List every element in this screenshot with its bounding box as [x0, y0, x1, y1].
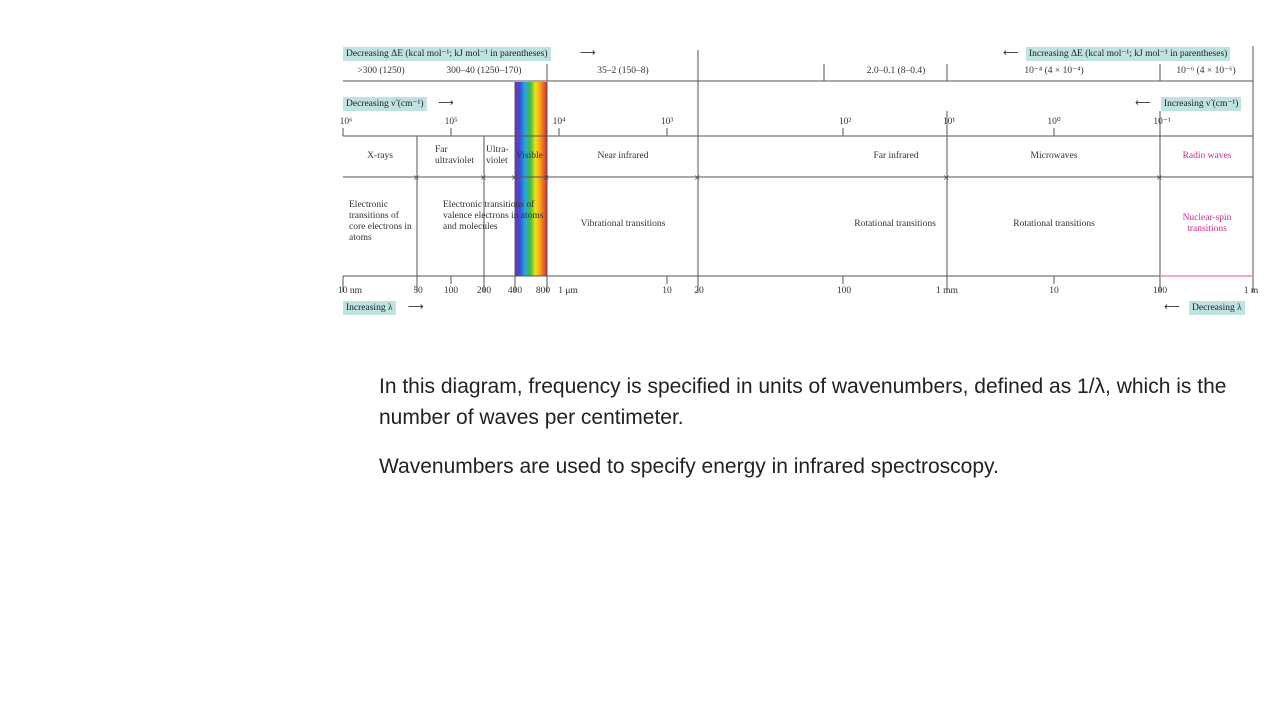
left-arrow-icon: ⟵: [1135, 96, 1151, 109]
wavenumber-tick: 10²: [838, 117, 852, 127]
transition-rotational-far-ir: Rotational transitions: [854, 219, 936, 229]
wavelength-tick: 1 mm: [936, 286, 958, 296]
electromagnetic-spectrum-diagram: × × × × × × × Decreasing ΔE (kcal mol⁻¹; kJ…: [0, 0, 1280, 330]
wavenumber-definition-text: In this diagram, frequency is specified …: [379, 375, 1227, 429]
wavelength-tick: 50: [413, 286, 423, 296]
left-arrow-icon: ⟵: [1003, 46, 1019, 59]
decreasing-energy-text: Decreasing ΔE (kcal mol⁻¹; kJ mol⁻¹ in p…: [346, 49, 548, 59]
wavenumber-tick: 10⁴: [552, 117, 566, 127]
decreasing-wavenumber-label: Decreasing ν̃ (cm⁻¹): [343, 97, 427, 111]
wavelength-tick: 800: [535, 286, 551, 296]
decreasing-energy-label: Decreasing ΔE (kcal mol⁻¹; kJ mol⁻¹ in p…: [343, 47, 551, 61]
region-radio-waves: Radio waves: [1182, 151, 1232, 161]
energy-range-label: 10⁻⁴ (4 × 10⁻⁴): [1024, 66, 1084, 76]
svg-text:×: ×: [413, 173, 420, 182]
transition-core-electrons: Electronic transitions of core electrons…: [349, 200, 412, 243]
increasing-energy-text: Increasing ΔE (kcal mol⁻¹; kJ mol⁻¹ in p…: [1029, 49, 1228, 59]
increasing-energy-label: Increasing ΔE (kcal mol⁻¹; kJ mol⁻¹ in p…: [1026, 47, 1231, 61]
wavelength-tick: 200: [476, 286, 492, 296]
left-arrow-icon: ⟵: [1164, 300, 1180, 313]
wavenumber-tick: 10¹: [942, 117, 956, 127]
infrared-usage-text: Wavenumbers are used to specify energy i…: [379, 455, 999, 478]
wavenumber-tick: 10³: [660, 117, 674, 127]
decreasing-wavelength-text: Decreasing λ: [1192, 303, 1242, 313]
svg-text:×: ×: [1156, 173, 1163, 182]
svg-text:×: ×: [694, 173, 701, 182]
increasing-wavenumber-text: Increasing ν̃ (cm⁻¹): [1164, 99, 1239, 109]
wavelength-tick: 10: [1049, 286, 1059, 296]
wavelength-tick: 100: [443, 286, 459, 296]
wavelength-tick: 10 nm: [337, 286, 363, 296]
region-near-infrared: Near infrared: [597, 151, 649, 161]
increasing-wavelength-text: Increasing λ: [346, 303, 393, 313]
wavenumber-tick: 10⁶: [339, 117, 353, 127]
region-visible: Visible: [516, 151, 543, 161]
region-ultraviolet: Ultra-violet: [486, 145, 509, 166]
transition-rotational-microwave: Rotational transitions: [1013, 219, 1095, 229]
increasing-wavelength-label: Increasing λ: [343, 301, 396, 315]
wavelength-tick: 100: [1152, 286, 1168, 296]
region-far-ultraviolet: Far ultraviolet: [435, 145, 475, 166]
energy-range-label: 35–2 (150–8): [597, 66, 649, 76]
wavelength-tick: 10: [662, 286, 672, 296]
right-arrow-icon: ⟶: [408, 300, 424, 313]
svg-text:×: ×: [543, 173, 550, 182]
svg-text:×: ×: [943, 173, 950, 182]
wavelength-tick: 1 m: [1243, 286, 1259, 296]
transition-vibrational: Vibrational transitions: [580, 219, 666, 229]
spectrum-lines: × × × × × × ×: [342, 46, 1254, 292]
energy-range-label: >300 (1250): [357, 66, 405, 76]
decreasing-wavenumber-text: Decreasing ν̃ (cm⁻¹): [346, 99, 424, 109]
region-microwaves: Microwaves: [1030, 151, 1078, 161]
energy-range-label: 2.0–0.1 (8–0.4): [866, 66, 926, 76]
wavenumber-tick: 10⁵: [444, 117, 458, 127]
energy-range-label: 10⁻⁶ (4 × 10⁻⁶): [1176, 66, 1236, 76]
wavelength-tick: 400: [507, 286, 523, 296]
svg-text:×: ×: [511, 173, 518, 182]
wavelength-tick: 20: [694, 286, 704, 296]
wavenumber-tick: 10⁰: [1047, 117, 1061, 127]
wavelength-tick: 100: [836, 286, 852, 296]
increasing-wavenumber-label: Increasing ν̃ (cm⁻¹): [1161, 97, 1242, 111]
transition-nuclear-spin: Nuclear-spin transitions: [1182, 213, 1232, 234]
region-x-rays: X-rays: [367, 151, 393, 161]
right-arrow-icon: ⟶: [438, 96, 454, 109]
transition-valence-electrons: Electronic transitions of valence electr…: [443, 200, 544, 232]
visible-rainbow-band: [515, 82, 547, 276]
svg-text:×: ×: [480, 173, 487, 182]
wavelength-tick: 1 μm: [558, 286, 578, 296]
region-far-infrared: Far infrared: [873, 151, 919, 161]
wavenumber-tick: 10⁻¹: [1153, 117, 1171, 127]
energy-range-label: 300–40 (1250–170): [446, 66, 522, 76]
right-arrow-icon: ⟶: [580, 46, 596, 59]
decreasing-wavelength-label: Decreasing λ: [1189, 301, 1245, 315]
